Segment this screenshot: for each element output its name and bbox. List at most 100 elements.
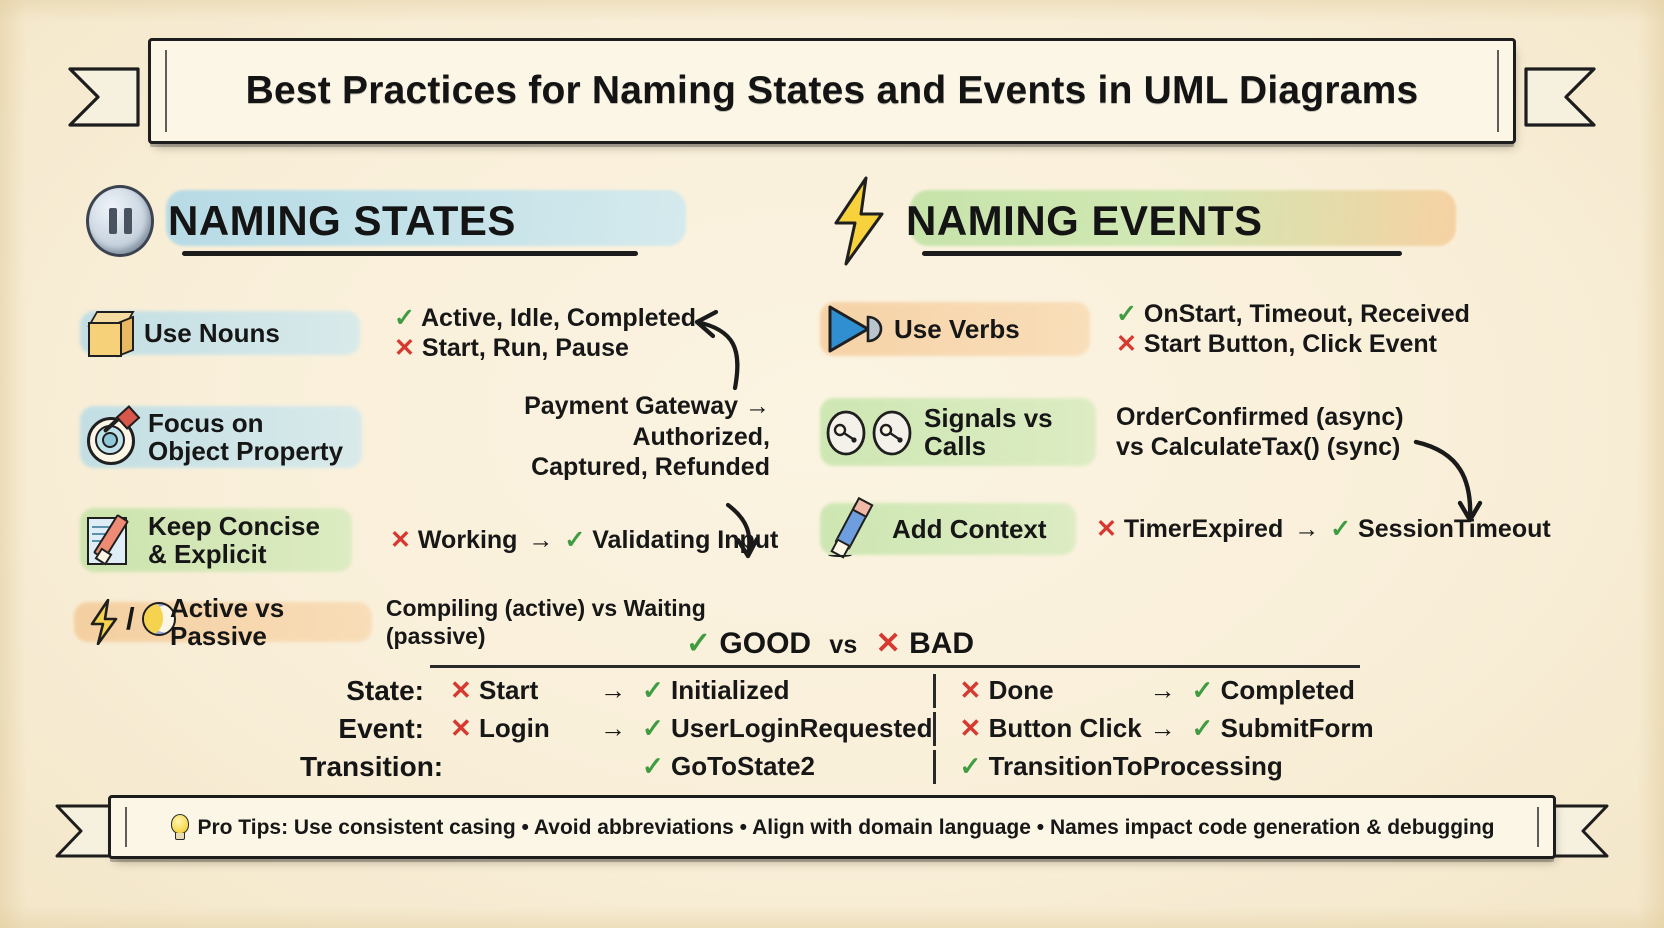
bad-example: Start Button, Click Event (1143, 330, 1437, 358)
cross-icon: ✕ (1116, 330, 1137, 358)
vs-label: vs (829, 631, 858, 659)
row-body: Compiling (active) vs Waiting (passive) (385, 594, 706, 649)
column-divider (932, 749, 936, 784)
row-add-context: Add Context ✕ TimerExpired → ✓ SessionTi… (820, 496, 1586, 562)
pro-tips-banner: Pro Tips: Use consistent casing • Avoid … (55, 795, 1609, 867)
notepad-pencil-icon (86, 513, 138, 566)
naming-states-highlight (166, 190, 686, 246)
naming-events-title: NAMING EVENTS (906, 197, 1263, 244)
comparison-grid: State: ✕ Start → ✓ Initialized ✕ Done → … (300, 673, 1374, 784)
row-label-line1: Signals vs (924, 402, 1053, 433)
good-example: SessionTimeout (1358, 514, 1551, 543)
bad-label: BAD (909, 627, 975, 660)
row-keep-concise: Keep Concise & Explicit ✕ Working → ✓ Va… (80, 496, 806, 584)
good-example: OnStart, Timeout, Received (1143, 299, 1470, 328)
row-body: ✓ OnStart, Timeout, Received ✕ Start But… (1116, 299, 1470, 360)
check-icon: ✓ (1116, 299, 1137, 328)
row-active-vs-passive: / Active vs Passive Compiling (active) v… (74, 592, 806, 651)
pro-tips-label: Pro Tips: Use consistent casing • Avoid … (197, 816, 1495, 839)
row-label-state: State: (346, 674, 424, 706)
table-row: ✕ Done → ✓ Completed (936, 675, 1374, 706)
pause-icon (86, 185, 154, 257)
good-value: SubmitForm (1220, 713, 1374, 744)
bad-example: Working (417, 525, 518, 554)
naming-events-highlight (910, 190, 1456, 246)
cross-icon: ✕ (394, 334, 415, 362)
column-divider (932, 711, 936, 746)
row-label-line2: Calls (924, 431, 987, 461)
cross-icon: ✕ (959, 675, 982, 706)
row-highlight (74, 602, 372, 642)
table-rule (430, 665, 1360, 668)
cross-icon: ✕ (450, 713, 472, 744)
good-vs-bad-table: ✓ GOOD vs ✕ BAD State: ✕ Start → ✓ Initi… (300, 626, 1374, 784)
row-label: Use Nouns (144, 317, 280, 348)
cross-icon: ✕ (390, 525, 411, 554)
cube-icon (86, 309, 135, 358)
bad-example: TimerExpired (1123, 514, 1284, 543)
check-icon: ✓ (642, 751, 664, 782)
body-line2: vs CalculateTax() (sync) (1116, 433, 1401, 461)
arrow-icon: → (1294, 514, 1320, 543)
bad-value: Start (479, 675, 539, 706)
row-signals-vs-calls: Signals vs Calls OrderConfirmed (async) … (820, 386, 1586, 478)
comparison-title: ✓ GOOD vs ✕ BAD (300, 626, 1360, 661)
signal-balls-icon (826, 408, 914, 456)
row-highlight (820, 398, 1096, 466)
body-line1: OrderConfirmed (async) (1116, 402, 1404, 431)
row-label: Use Verbs (894, 313, 1020, 344)
page-title: Best Practices for Naming States and Eve… (245, 69, 1419, 112)
check-icon: ✓ (1191, 675, 1214, 706)
target-arrow-icon (86, 405, 141, 465)
row-label: Focus on Object Property (148, 409, 343, 465)
row-body: ✓ Active, Idle, Completed ✕ Start, Run, … (394, 303, 696, 364)
check-icon: ✓ (642, 713, 664, 744)
section-naming-states: NAMING STATES Use Nouns ✓ Active, Idle, … (74, 178, 806, 651)
table-row: ✕ Login → ✓ UserLoginRequested (450, 713, 933, 744)
row-body: OrderConfirmed (async) vs CalculateTax()… (1116, 402, 1404, 463)
row-body: Payment Gateway → Authorized, Captured, … (390, 391, 770, 483)
table-row: ✓ GoToState2 (450, 751, 933, 782)
bolt-moon-icon: / (86, 599, 176, 645)
body-line1: Payment Gateway → Authorized, (524, 392, 770, 451)
row-label: Keep Concise & Explicit (148, 512, 320, 568)
row-label-line1: Keep Concise (148, 510, 320, 541)
good-value: TransitionToProcessing (988, 751, 1283, 782)
arrow-icon: → (1149, 713, 1176, 744)
naming-states-underline (182, 251, 638, 256)
cross-icon: ✕ (450, 675, 472, 706)
check-icon: ✓ (642, 675, 664, 706)
play-triangle-icon (826, 304, 884, 354)
naming-events-underline (922, 251, 1402, 256)
naming-states-title: NAMING STATES (168, 197, 516, 244)
table-row: ✓ TransitionToProcessing (936, 751, 1374, 782)
lightning-bolt-icon (826, 175, 892, 267)
row-body: ✕ TimerExpired → ✓ SessionTimeout (1096, 514, 1551, 545)
row-label: Active vs Passive (170, 592, 285, 651)
naming-states-header: NAMING STATES (86, 178, 806, 264)
good-value: GoToState2 (671, 751, 816, 782)
row-use-verbs: Use Verbs ✓ OnStart, Timeout, Received ✕… (820, 286, 1586, 372)
good-example: Validating Input (592, 525, 779, 554)
row-label: Add Context (892, 513, 1047, 544)
check-icon: ✓ (1191, 713, 1214, 744)
bad-value: Login (479, 713, 550, 744)
row-label-transition: Transition: (300, 750, 444, 782)
cross-icon: ✕ (875, 627, 901, 660)
bad-value: Button Click (988, 713, 1142, 744)
bad-value: Done (988, 675, 1054, 706)
arrow-icon: → (600, 675, 626, 706)
lightbulb-icon (169, 814, 190, 840)
check-icon: ✓ (959, 751, 982, 782)
body-line2: Captured, Refunded (531, 453, 770, 482)
pro-tips-plate: Pro Tips: Use consistent casing • Avoid … (108, 795, 1556, 859)
row-label: Signals vs Calls (924, 404, 1053, 460)
good-example: Active, Idle, Completed (420, 303, 697, 332)
check-icon: ✓ (685, 627, 712, 660)
ribbon-tail-left (68, 67, 140, 127)
good-value: Completed (1220, 675, 1355, 706)
row-label-event: Event: (338, 712, 424, 744)
arrow-icon: → (600, 713, 626, 744)
good-value: UserLoginRequested (671, 713, 933, 744)
naming-events-header: NAMING EVENTS (826, 175, 1586, 267)
